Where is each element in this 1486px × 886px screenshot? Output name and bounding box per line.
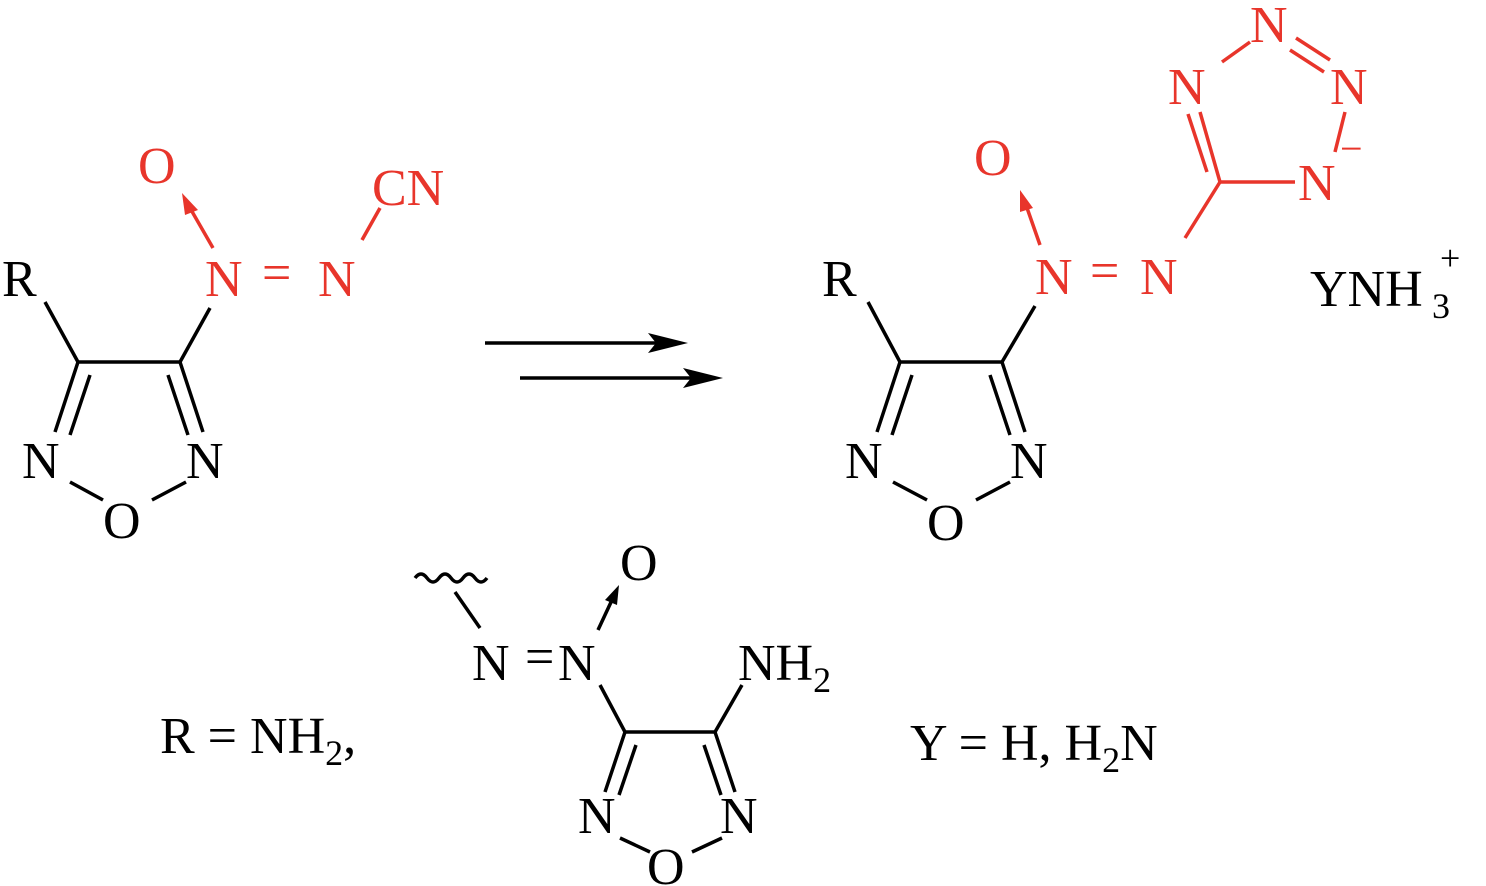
reactant-molecule: R N N O O N = N CN [2,138,444,550]
bond [603,731,627,793]
y-def-end: N [1120,715,1158,772]
bond [453,591,482,629]
sub-nh2: NH2 [738,635,831,700]
cyano-group: CN [372,160,444,217]
bond [53,361,80,433]
arrowhead [182,193,198,215]
bond [68,374,92,436]
ring-o: O [103,493,141,550]
bond [875,361,902,433]
negative-charge: − [1340,126,1363,171]
bond [1183,181,1222,239]
bond [1000,305,1037,363]
arrowhead [648,333,688,353]
oxide-o: O [974,130,1012,187]
bond [151,480,187,502]
ring-n-left: N [22,433,60,490]
dative-bond-arrow [596,599,614,631]
bond [619,836,651,854]
arrowhead [1020,190,1033,212]
bond [178,361,205,433]
wavy-attachment-bond [413,572,489,584]
y-definition: Y = H, H2N [910,715,1158,780]
cation-subscript: 3 [1432,286,1450,326]
r-definition: R = NH2, [160,708,356,773]
bond [1220,40,1252,64]
bond [1186,113,1209,173]
bond [1289,48,1325,74]
bond [713,731,737,793]
bond [988,374,1012,436]
ring-o: O [927,495,965,552]
ring-n-right: N [186,433,224,490]
azo-n1: N [205,251,243,308]
azo-double-bond: = [1090,243,1119,300]
cation-charge: + [1440,238,1460,278]
bond [178,307,212,363]
sub-ring-o: O [647,839,685,886]
product-r-label: R [822,251,857,308]
sub-oxide-o: O [620,535,658,592]
sub-ring-n-right: N [720,788,758,845]
sub-nh2-sub: 2 [813,660,831,700]
sub-nh2-text: NH [738,635,813,692]
bond [1333,111,1347,153]
tetrazole-n1: N [1168,59,1206,116]
bond [617,744,638,796]
substituent-definitions: R = NH2, N = N O NH2 N N O Y = H, H2N [160,535,1158,886]
equilibrium-arrows [485,333,723,388]
bond [1000,361,1027,433]
tetrazole-n2: N [1250,0,1288,54]
azo-n1: N [1035,249,1073,306]
sub-azo-n2: N [558,635,596,692]
y-def-sub: 2 [1102,740,1120,780]
bond [713,684,744,733]
r-def-text: R = NH [160,708,325,765]
ring-n-right: N [1010,433,1048,490]
azo-n2: N [318,251,356,308]
reactant-r-label: R [2,251,37,308]
oxide-o: O [138,138,176,195]
arrowhead [605,585,619,605]
bond [702,744,723,796]
r-def-sub: 2 [325,733,343,773]
dative-bond-arrow [188,207,215,249]
bond [892,480,928,502]
sub-azo-double-bond: = [525,629,554,686]
r-def-comma: , [343,708,356,765]
azo-double-bond: = [262,245,291,302]
bond [890,374,914,436]
bond [360,207,382,241]
arrowhead [683,368,723,388]
bond [69,480,104,502]
tetrazole-n4: N [1298,155,1336,212]
bond [691,836,723,854]
bond [1295,36,1331,62]
sub-ring-n-left: N [578,788,616,845]
bond [43,301,80,363]
y-def-text: Y = H, H [910,715,1102,772]
cation-main: YNH [1310,261,1423,318]
bond [166,374,190,436]
ring-n-left: N [845,433,883,490]
sub-azo-n1: N [472,635,510,692]
bond [1198,111,1222,183]
bond [598,684,627,733]
tetrazole-n3: N [1330,59,1368,116]
bond [866,301,902,363]
azo-n2: N [1140,249,1178,306]
dative-bond-arrow [1024,204,1042,246]
bond [975,480,1011,502]
